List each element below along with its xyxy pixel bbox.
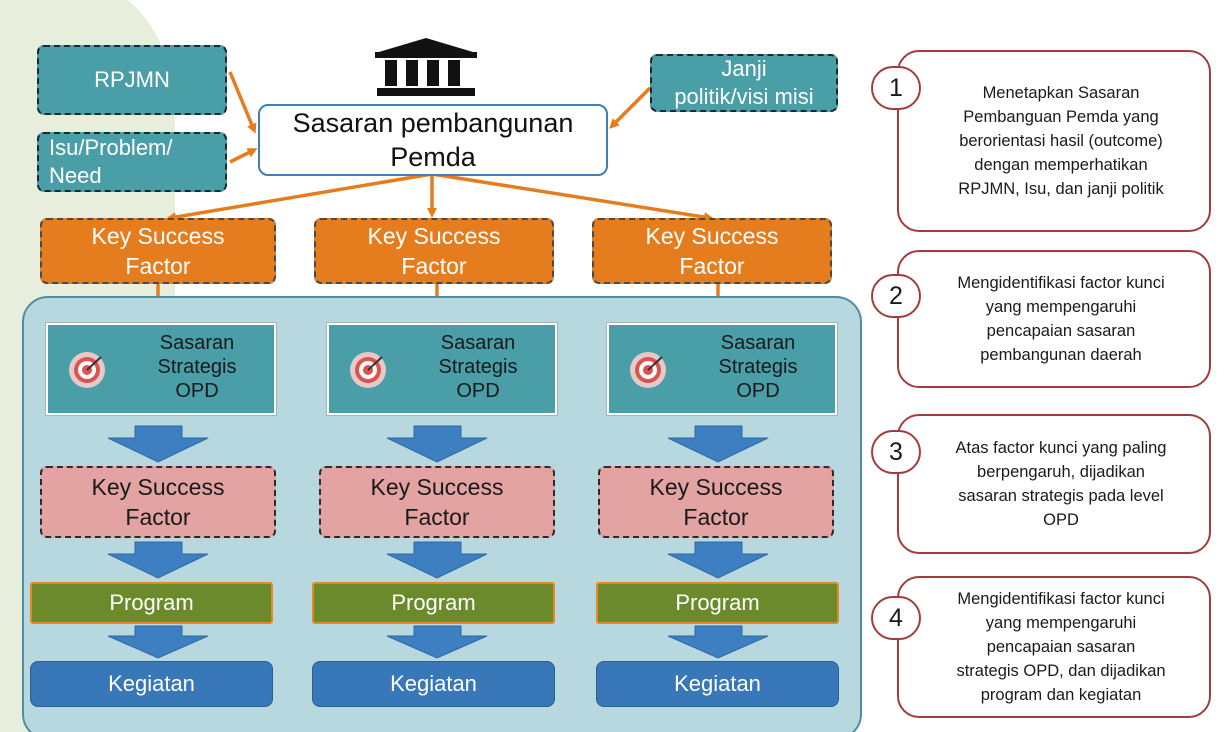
step-text: Atas factor kunci yang paling berpengaru… [955,439,1167,529]
ksf-mid-1: Key Success Factor [40,466,276,538]
program-label: Program [675,590,760,615]
isu-label: Isu/Problem/ Need [49,135,173,188]
down-arrow-icon [386,625,488,659]
ksf-top-label: Key Success Factor [367,223,501,279]
down-arrow-icon [667,625,769,659]
down-arrow-icon [667,541,769,579]
down-arrow-icon [107,541,209,579]
step-card-3: Atas factor kunci yang paling berpengaru… [897,414,1211,554]
sasaran-pemda-label: Sasaran pembangunan Pemda [292,108,574,172]
isu-box: Isu/Problem/ Need [37,132,227,192]
sasaran-to-ksf1 [166,172,433,222]
step-number-1: 1 [871,66,921,110]
step-number-2: 2 [871,274,921,318]
target-icon [69,352,105,388]
ksf-mid-2: Key Success Factor [319,466,555,538]
sasaran-strategis-label: Sasaran Strategis OPD [438,332,518,402]
ksf-top-label: Key Success Factor [91,223,225,279]
down-arrow-icon [667,425,769,463]
ksf-top-label: Key Success Factor [645,223,779,279]
step-number-3: 3 [871,430,921,474]
program-label: Program [109,590,194,615]
sasaran-strategis-1: Sasaran Strategis OPD [46,323,276,415]
kegiatan-label: Kegiatan [674,671,761,696]
target-icon [350,352,386,388]
ksf-mid-3: Key Success Factor [598,466,834,538]
ksf-top-1: Key Success Factor [40,218,276,284]
down-arrow-icon [107,625,209,659]
down-arrow-icon [107,425,209,463]
kegiatan-3: Kegiatan [596,661,839,707]
step-text: Mengidentifikasi factor kunci yang mempe… [957,274,1165,364]
ksf-mid-label: Key Success Factor [370,474,504,530]
sasaran-strategis-3: Sasaran Strategis OPD [607,323,837,415]
target-icon [630,352,666,388]
program-label: Program [391,590,476,615]
rpjmn-label: RPJMN [94,67,170,92]
janji-connector [609,86,652,129]
step-number-4: 4 [871,596,921,640]
government-building-icon [375,38,477,96]
step-card-2: Mengidentifikasi factor kunci yang mempe… [897,250,1211,388]
ksf-top-2: Key Success Factor [314,218,554,284]
step-number-label: 2 [889,281,903,310]
sasaran-strategis-2: Sasaran Strategis OPD [327,323,557,415]
sasaran-to-ksf3 [431,172,714,223]
isu-connector [229,148,258,164]
step-card-1: Menetapkan Sasaran Pembanguan Pemda yang… [897,50,1211,232]
sasaran-pemda-box: Sasaran pembangunan Pemda [258,104,608,176]
ksf-top-3: Key Success Factor [592,218,832,284]
kegiatan-label: Kegiatan [108,671,195,696]
kegiatan-label: Kegiatan [390,671,477,696]
step-number-label: 1 [889,73,903,102]
program-1: Program [30,582,273,624]
sasaran-strategis-label: Sasaran Strategis OPD [157,332,237,402]
down-arrow-icon [386,541,488,579]
rpjmn-box: RPJMN [37,45,227,115]
step-text: Menetapkan Sasaran Pembanguan Pemda yang… [958,84,1164,198]
ksf-mid-label: Key Success Factor [649,474,783,530]
step-number-label: 4 [889,603,903,632]
kegiatan-1: Kegiatan [30,661,273,707]
program-2: Program [312,582,555,624]
program-3: Program [596,582,839,624]
rpjmn-connector [228,71,257,134]
sasaran-strategis-label: Sasaran Strategis OPD [718,332,798,402]
janji-box: Janji politik/visi misi [650,54,838,112]
janji-label: Janji politik/visi misi [674,56,814,109]
ksf-mid-label: Key Success Factor [91,474,225,530]
step-text: Mengidentifikasi factor kunci yang mempe… [956,590,1166,704]
kegiatan-2: Kegiatan [312,661,555,707]
top-connectors [156,71,720,300]
down-arrow-icon [386,425,488,463]
step-number-label: 3 [889,437,903,466]
flow-arrows [107,425,769,659]
step-card-4: Mengidentifikasi factor kunci yang mempe… [897,576,1211,718]
